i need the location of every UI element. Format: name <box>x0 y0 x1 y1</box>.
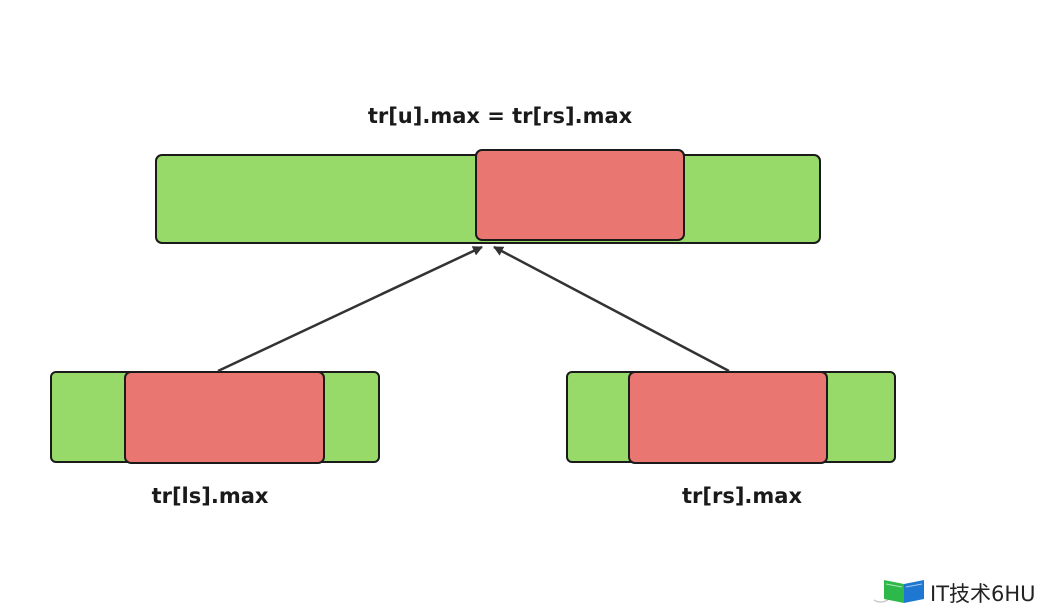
right-child-node <box>566 371 896 464</box>
watermark: IT技术6HU <box>873 580 1036 606</box>
right-to-parent-arrow <box>493 245 730 373</box>
parent-node <box>155 149 821 244</box>
parent-formula-label: tr[u].max = tr[rs].max <box>368 104 633 128</box>
right-child-label: tr[rs].max <box>682 484 802 508</box>
left-child-label: tr[ls].max <box>152 484 269 508</box>
watermark-text: IT技术6HU <box>930 582 1036 606</box>
left-child-node <box>50 371 380 464</box>
parent-max-segment-red <box>475 149 685 241</box>
left-child-max-segment-red <box>124 371 325 464</box>
book-logo-icon <box>873 580 924 603</box>
right-child-max-segment-red <box>628 371 828 464</box>
left-to-parent-arrow <box>217 245 483 373</box>
